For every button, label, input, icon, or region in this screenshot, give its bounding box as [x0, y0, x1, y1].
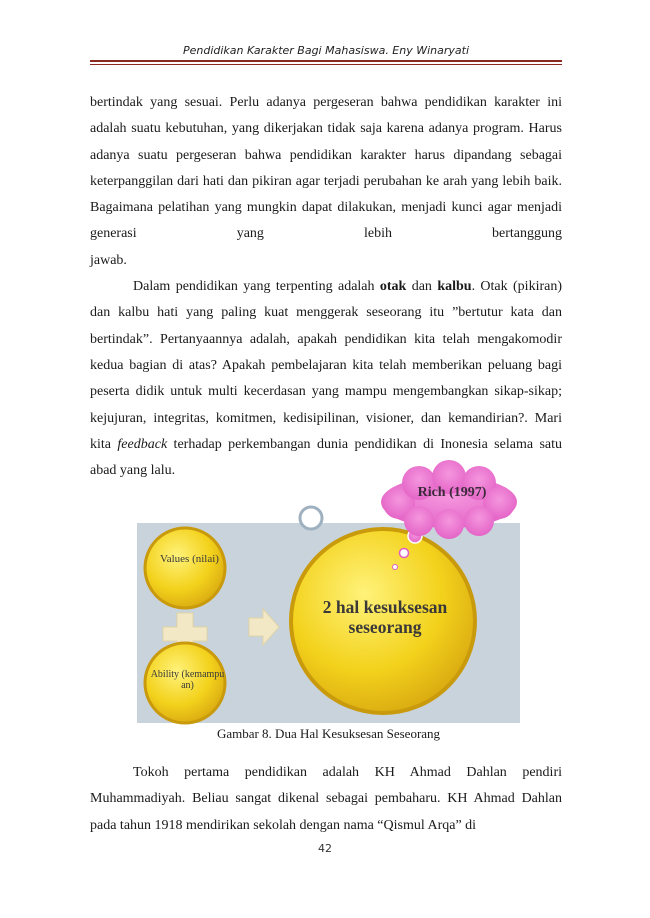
diagram-graphic: [143, 460, 517, 725]
header-rule: [90, 60, 562, 62]
line: ini adalah suatu kebutuhan, yang dikerja…: [90, 95, 562, 137]
top-ring: [298, 505, 324, 531]
cloud-bubble: [381, 460, 517, 539]
line: bertindak yang sesuai. Perlu adanya perg…: [90, 95, 540, 110]
center-circle: [289, 527, 477, 715]
text: . Otak (pikiran) dan kalbu hati yang pal…: [90, 279, 562, 452]
bubble-dot: [398, 547, 410, 559]
bold-term: otak: [379, 279, 407, 295]
figure-caption: Gambar 8. Dua Hal Kesuksesan Seseorang: [216, 726, 441, 741]
paragraph-1-last-line: jawab.: [90, 252, 127, 268]
line: program. Harus adanya suatu pergeseran b…: [90, 121, 562, 163]
bubble-dot: [392, 564, 398, 570]
body-text-bottom: Tokoh pertama pendidikan adalah KH Ahmad…: [90, 760, 562, 839]
line: dipandang sebagai keterpanggilan dari ha…: [90, 147, 563, 189]
line: dilakukan, menjadi kunci agar menjadi ge…: [90, 200, 563, 242]
center-label: 2 hal kesuksesan seseorang: [322, 597, 448, 637]
italic-term: feedback: [117, 436, 168, 452]
figure-diagram: Values (nilai) Ability (kemampu an) 2 ha…: [137, 460, 520, 725]
values-circle: [143, 526, 227, 610]
text: Dalam pendidikan yang terpenting adalah: [133, 279, 380, 295]
header-rule-thin: [90, 64, 562, 65]
ability-circle: [143, 641, 227, 725]
page-number: 42: [318, 842, 332, 855]
running-header: Pendidikan Karakter Bagi Mahasiswa. Eny …: [182, 44, 470, 57]
line: perubahan ke arah yang lebih baik. Bagai…: [90, 173, 563, 216]
arrow-icon: [248, 607, 280, 647]
values-label: Values (nilai): [160, 553, 219, 565]
paragraph-3: Tokoh pertama pendidikan adalah KH Ahmad…: [90, 765, 562, 833]
text: dan: [406, 279, 438, 295]
text: terhadap perkembangan dunia pendidikan d…: [90, 436, 563, 479]
rich-label: Rich (1997): [417, 485, 487, 500]
bold-term: kalbu: [437, 279, 472, 295]
ability-label: Ability (kemampu an): [150, 669, 225, 691]
paragraph-2: Dalam pendidikan yang terpenting adalah …: [90, 274, 562, 484]
paragraph-1: bertindak yang sesuai. Perlu adanya perg…: [90, 90, 562, 248]
body-text-top: bertindak yang sesuai. Perlu adanya perg…: [90, 90, 562, 484]
